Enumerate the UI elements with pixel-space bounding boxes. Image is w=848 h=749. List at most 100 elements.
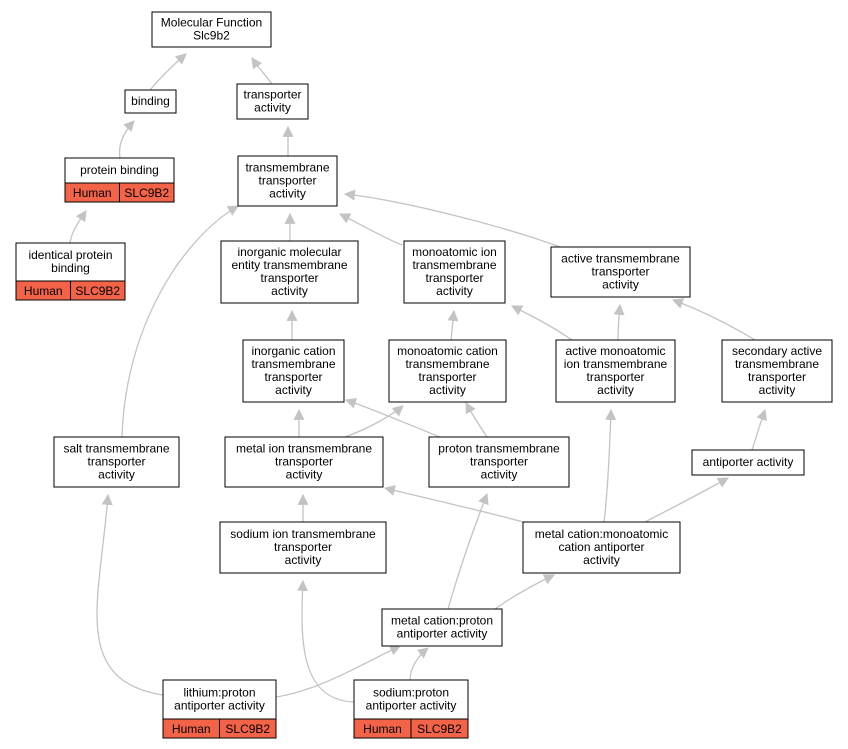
node-label-line: transporter <box>243 88 301 102</box>
edge-active-tm-to-tm-transporter <box>343 189 561 248</box>
node-label-line: proton transmembrane <box>438 442 560 456</box>
node-label-line: sodium ion transmembrane <box>230 527 376 541</box>
gene-tag-label: SLC9B2 <box>75 284 120 298</box>
node-label-line: transporter <box>264 370 322 384</box>
node-label-line: activity <box>583 553 620 567</box>
node-box <box>124 89 177 114</box>
node-sodium-ion-tm[interactable]: sodium ion transmembranetransporteractiv… <box>219 521 387 574</box>
node-box <box>381 608 503 647</box>
node-label-line: active monoatomic <box>565 344 665 358</box>
node-box <box>151 11 272 48</box>
species-tag-label: Human <box>172 722 211 736</box>
node-inorganic-cation[interactable]: inorganic cationtransmembranetransporter… <box>242 339 345 403</box>
node-label-line: activity <box>436 284 473 298</box>
node-label-line: lithium:proton <box>183 686 255 700</box>
node-label-line: transporter <box>87 455 145 469</box>
edge-transporter-to-mf <box>251 57 273 85</box>
edge-protein-binding-to-binding <box>118 120 135 159</box>
node-label-line: transmembrane <box>405 357 489 371</box>
edge-sodium-proton-to-sodium-ion-tm <box>297 579 355 703</box>
edge-sodium-proton-to-metal-cation-proton <box>409 647 429 681</box>
node-box <box>219 521 387 574</box>
node-label-line: activity <box>597 383 634 397</box>
node-label-line: active transmembrane <box>561 252 680 266</box>
node-binding[interactable]: binding <box>124 89 177 114</box>
node-box <box>162 679 277 720</box>
edge-lithium-proton-to-salt-tm <box>96 493 164 696</box>
edge-metal-ion-tm-to-monoatomic-cation <box>344 405 404 438</box>
node-label-line: antiporter activity <box>366 699 457 713</box>
node-label-line: activity <box>602 278 639 292</box>
node-monoatomic-cation[interactable]: monoatomic cationtransmembranetransporte… <box>388 339 507 403</box>
node-label-line: metal cation:proton <box>391 614 493 628</box>
gene-tag-cell <box>219 718 277 739</box>
gene-tag-label: SLC9B2 <box>417 722 462 736</box>
species-tag-label: Human <box>73 186 112 200</box>
node-label-line: Molecular Function <box>161 16 262 30</box>
node-box <box>237 155 338 207</box>
node-label-line: transporter <box>470 455 528 469</box>
edge-metal-cation-antiporter-to-active-monoatomic <box>603 408 617 523</box>
edge-monoatomic-cation-to-monoatomic-ion <box>447 309 459 341</box>
species-tag-label: Human <box>363 722 402 736</box>
edge-identical-protein-binding-to-protein-binding <box>69 210 87 244</box>
node-antiporter[interactable]: antiporter activity <box>691 449 805 476</box>
node-box <box>555 339 676 403</box>
node-monoatomic-ion[interactable]: monoatomic iontransmembranetransporterac… <box>403 240 506 304</box>
node-label-line: activity <box>759 383 796 397</box>
node-secondary-active[interactable]: secondary activetransmembranetransporter… <box>721 339 833 403</box>
edge-lithium-proton-to-metal-cation-proton <box>275 645 401 698</box>
node-label-line: transporter <box>275 455 333 469</box>
node-label-line: monoatomic cation <box>397 344 498 358</box>
edge-binding-to-mf <box>149 53 187 91</box>
node-label-line: transporter <box>586 370 644 384</box>
node-label-line: transporter <box>591 265 649 279</box>
node-box <box>220 240 359 304</box>
node-label-line: secondary active <box>732 344 822 358</box>
node-box <box>242 339 345 403</box>
node-box <box>224 436 384 488</box>
node-label-line: antiporter activity <box>174 699 265 713</box>
node-label-line: transmembrane <box>735 357 819 371</box>
node-label-line: activity <box>98 468 135 482</box>
node-label-line: sodium:proton <box>373 686 449 700</box>
edge-metal-cation-antiporter-to-metal-ion-tm <box>383 485 524 523</box>
node-metal-ion-tm[interactable]: metal ion transmembranetransporteractivi… <box>224 436 384 488</box>
edge-metal-cation-proton-to-metal-cation-antiporter <box>494 574 555 610</box>
node-label-line: transmembrane <box>245 161 329 175</box>
node-label-line: transmembrane <box>412 258 496 272</box>
node-label-line: activity <box>269 187 306 201</box>
node-label-line: metal cation:monoatomic <box>535 527 668 541</box>
edge-proton-tm-to-inorganic-cation <box>344 398 441 438</box>
node-label-line: binding <box>51 261 90 275</box>
node-box <box>550 246 691 298</box>
node-label-line: activity <box>285 553 322 567</box>
node-label-line: transporter <box>258 174 316 188</box>
node-label-line: cation antiporter <box>558 540 644 554</box>
node-label-line: Slc9b2 <box>193 29 230 43</box>
node-label-line: protein binding <box>80 163 159 177</box>
node-label-line: transporter <box>418 370 476 384</box>
node-label-line: entity transmembrane <box>231 258 347 272</box>
edge-proton-tm-to-monoatomic-cation <box>465 402 488 438</box>
node-label-line: transporter <box>748 370 806 384</box>
node-box <box>403 240 506 304</box>
node-box <box>15 242 126 282</box>
node-label-line: salt transmembrane <box>63 442 169 456</box>
edge-active-monoatomic-to-monoatomic-ion <box>511 305 573 341</box>
